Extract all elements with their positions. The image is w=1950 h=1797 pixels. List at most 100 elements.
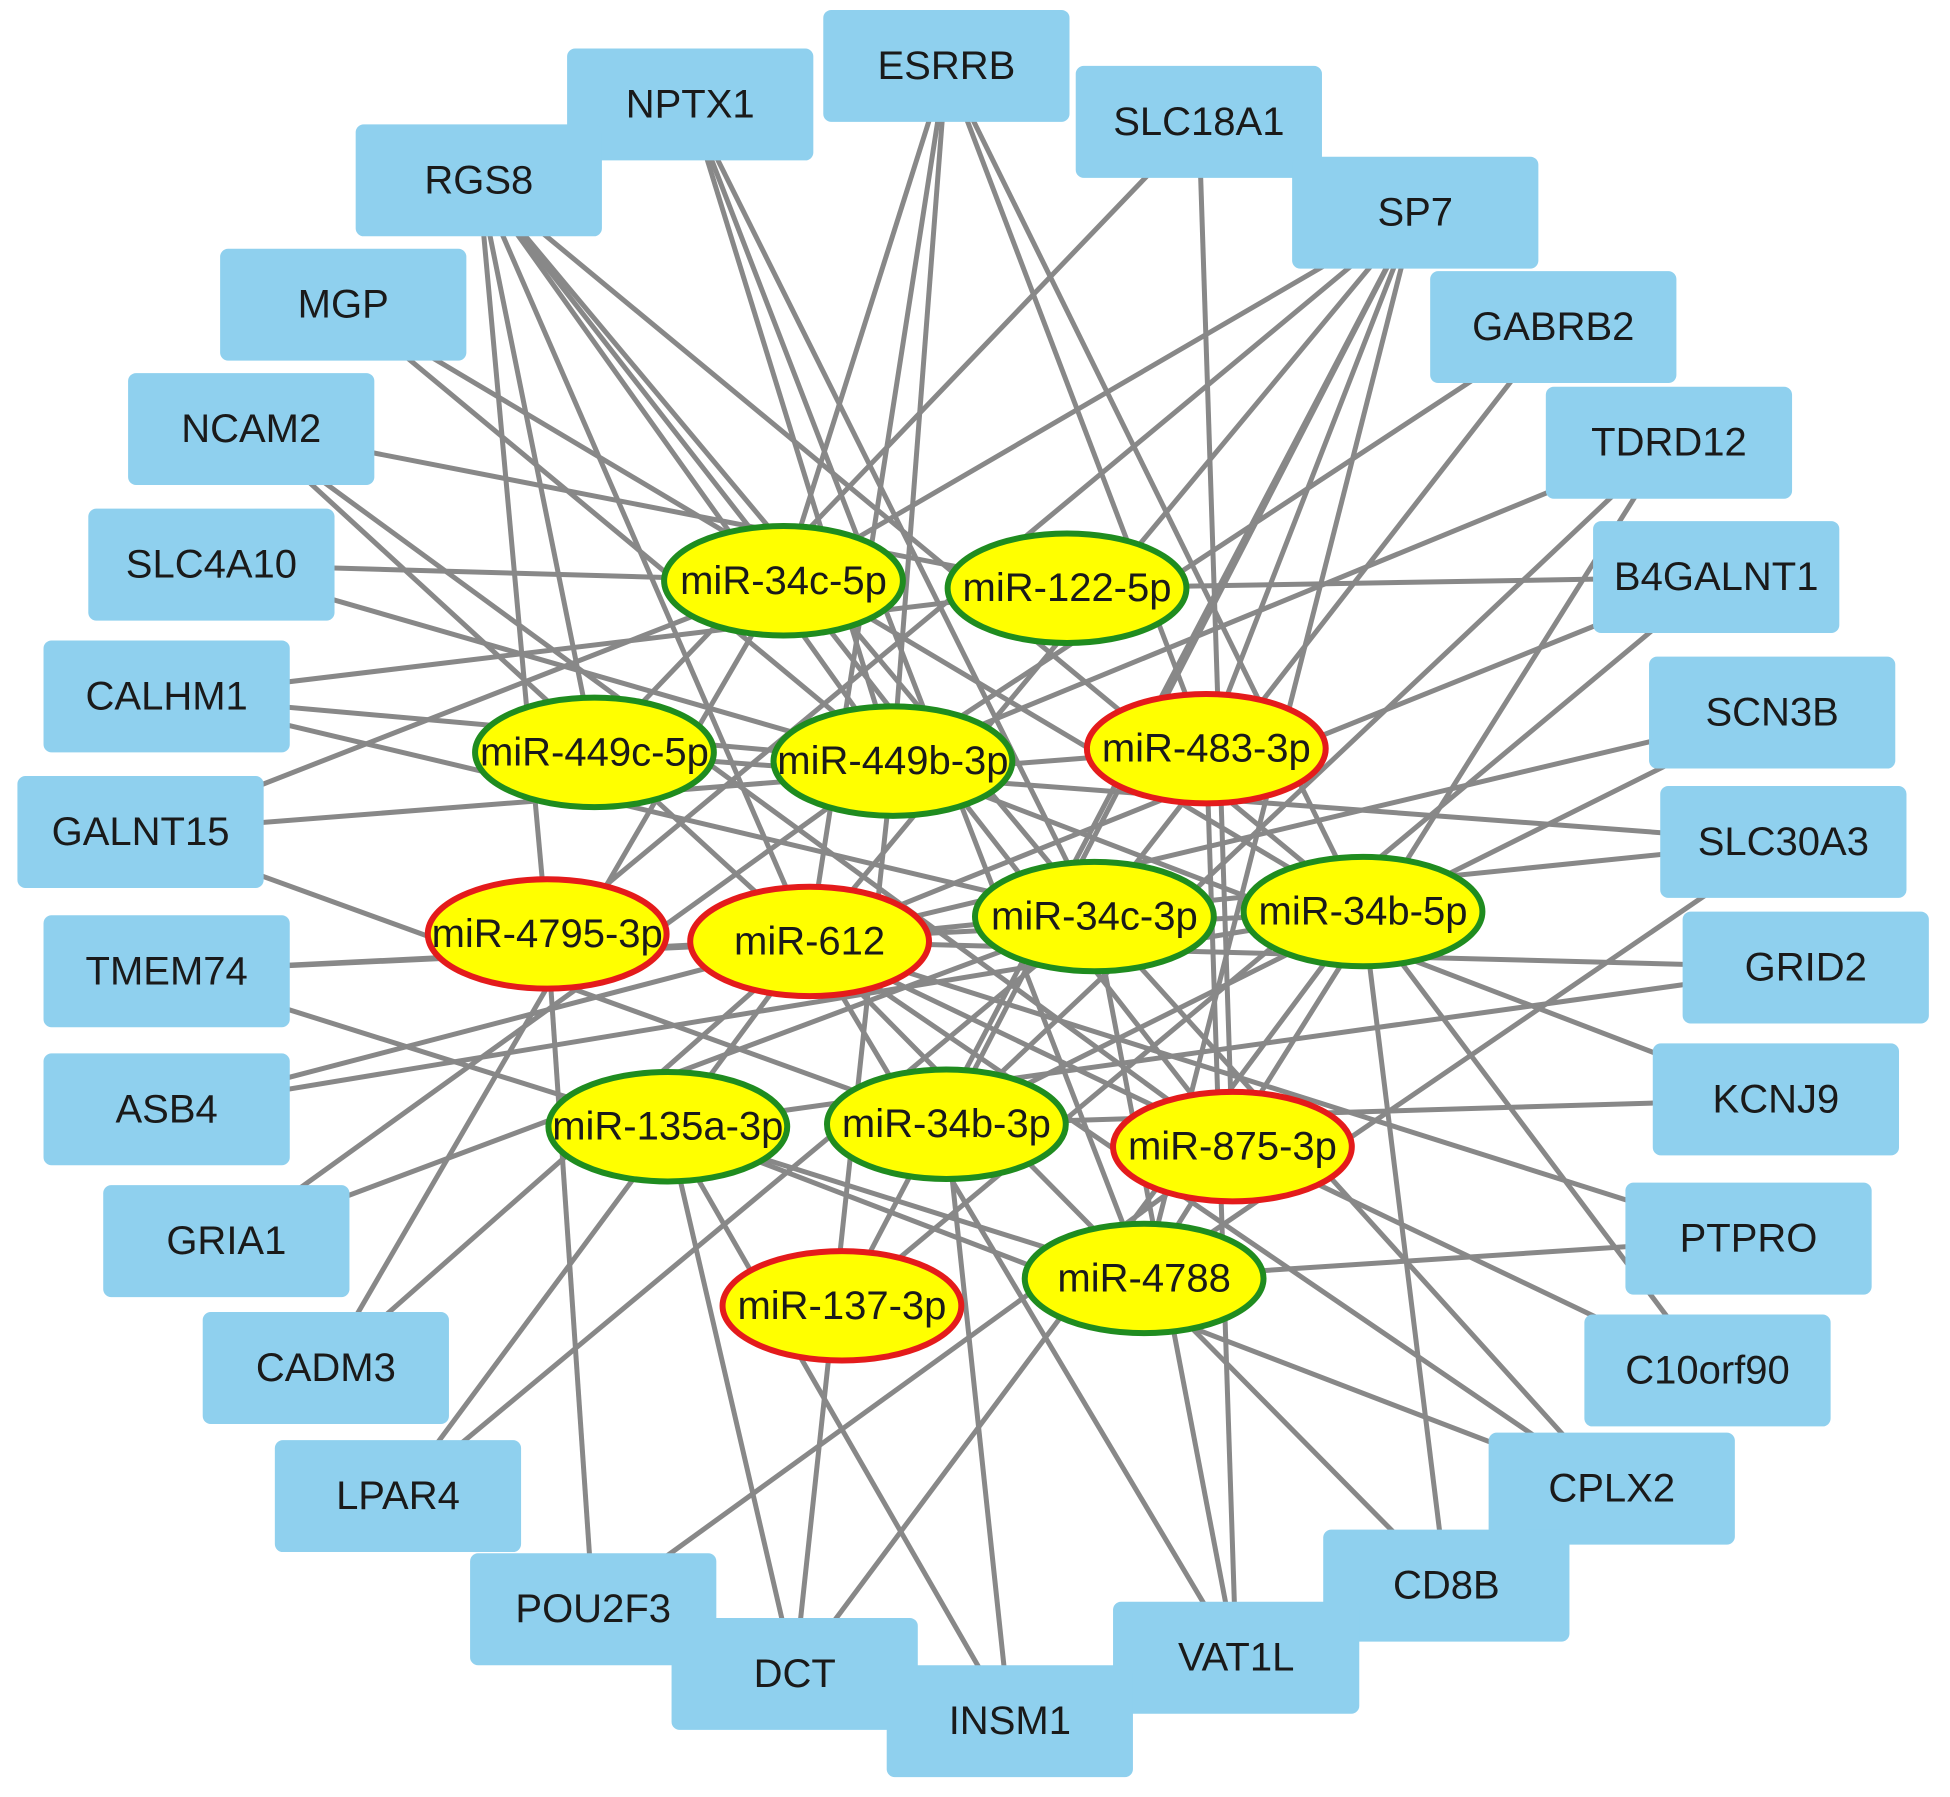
gene-box bbox=[355, 124, 602, 237]
mirna-node-miR-137-3p[interactable]: miR-137-3p bbox=[719, 1248, 965, 1364]
gene-node-SLC30A3[interactable]: SLC30A3 bbox=[1660, 785, 1907, 898]
gene-node-ASB4[interactable]: ASB4 bbox=[43, 1053, 290, 1166]
gene-node-LPAR4[interactable]: LPAR4 bbox=[274, 1440, 522, 1553]
gene-node-B4GALNT1[interactable]: B4GALNT1 bbox=[1593, 521, 1840, 634]
mirna-label: miR-449b-3p bbox=[777, 739, 1008, 783]
gene-node-NCAM2[interactable]: NCAM2 bbox=[128, 373, 375, 486]
gene-node-CADM3[interactable]: CADM3 bbox=[202, 1312, 449, 1424]
edge-VAT1L-miR-612 bbox=[807, 940, 1239, 1660]
mirna-ellipse bbox=[472, 694, 717, 811]
mirna-layer: miR-34c-5p miR-122-5p miR-449c-5p miR-449b-… bbox=[424, 523, 1486, 1364]
gene-node-CPLX2[interactable]: CPLX2 bbox=[1488, 1432, 1735, 1545]
gene-box bbox=[823, 9, 1070, 122]
gene-node-KCNJ9[interactable]: KCNJ9 bbox=[1652, 1043, 1900, 1156]
gene-label: PTPRO bbox=[1680, 1217, 1818, 1261]
mirna-node-miR-612[interactable]: miR-612 bbox=[687, 883, 932, 1000]
gene-node-POU2F3[interactable]: POU2F3 bbox=[470, 1553, 717, 1666]
gene-box bbox=[1113, 1601, 1360, 1714]
gene-label: SCN3B bbox=[1705, 691, 1838, 735]
gene-label: CPLX2 bbox=[1548, 1467, 1675, 1511]
gene-node-C10orf90[interactable]: C10orf90 bbox=[1584, 1314, 1831, 1427]
gene-node-CD8B[interactable]: CD8B bbox=[1323, 1529, 1570, 1642]
gene-box bbox=[103, 1185, 350, 1298]
gene-box bbox=[1075, 65, 1322, 178]
gene-node-CALHM1[interactable]: CALHM1 bbox=[43, 640, 290, 753]
gene-label: POU2F3 bbox=[515, 1587, 671, 1631]
gene-node-DCT[interactable]: DCT bbox=[671, 1617, 918, 1730]
gene-box bbox=[1545, 386, 1793, 499]
gene-box bbox=[202, 1312, 449, 1424]
mirna-label: miR-34c-3p bbox=[991, 895, 1198, 939]
gene-label: ESRRB bbox=[877, 44, 1015, 88]
mirna-node-miR-34b-5p[interactable]: miR-34b-5p bbox=[1240, 853, 1486, 970]
gene-node-PTPRO[interactable]: PTPRO bbox=[1625, 1182, 1872, 1295]
mirna-node-miR-449b-3p[interactable]: miR-449b-3p bbox=[770, 703, 1016, 819]
edge-TDRD12-miR-34b-3p bbox=[944, 440, 1671, 1127]
gene-node-GRID2[interactable]: GRID2 bbox=[1682, 911, 1929, 1024]
gene-box bbox=[1652, 1043, 1900, 1156]
mirna-label: miR-34b-3p bbox=[842, 1102, 1051, 1146]
edge-INSM1-miR-34b-3p bbox=[943, 1123, 1013, 1722]
mirna-label: miR-483-3p bbox=[1102, 727, 1311, 771]
edge-GRIA1-miR-449b-3p bbox=[224, 759, 895, 1244]
mirna-ellipse bbox=[424, 876, 670, 992]
mirna-node-miR-135a-3p[interactable]: miR-135a-3p bbox=[545, 1069, 791, 1185]
edge-NPTX1-miR-449b-3p bbox=[687, 103, 896, 762]
edge-CALHM1-miR-122-5p bbox=[166, 585, 1068, 699]
gene-label: INSM1 bbox=[949, 1699, 1071, 1743]
edge-RGS8-miR-875-3p bbox=[476, 178, 1235, 1149]
gene-node-INSM1[interactable]: INSM1 bbox=[886, 1665, 1133, 1778]
mirna-ellipse bbox=[824, 1066, 1069, 1182]
mirna-node-miR-122-5p[interactable]: miR-122-5p bbox=[944, 530, 1190, 646]
mirna-node-miR-34c-5p[interactable]: miR-34c-5p bbox=[661, 523, 906, 639]
mirna-node-miR-34b-3p[interactable]: miR-34b-3p bbox=[824, 1066, 1069, 1182]
gene-node-TDRD12[interactable]: TDRD12 bbox=[1545, 386, 1793, 499]
gene-node-TMEM74[interactable]: TMEM74 bbox=[43, 915, 290, 1028]
gene-label: SLC4A10 bbox=[126, 543, 297, 587]
edge-SP7-miR-34c-5p bbox=[782, 210, 1417, 583]
mirna-node-miR-483-3p[interactable]: miR-483-3p bbox=[1083, 690, 1329, 807]
gene-box bbox=[1430, 271, 1677, 384]
gene-node-NPTX1[interactable]: NPTX1 bbox=[567, 48, 814, 161]
gene-label: ASB4 bbox=[115, 1087, 217, 1131]
gene-node-VAT1L[interactable]: VAT1L bbox=[1113, 1601, 1360, 1714]
gene-node-SCN3B[interactable]: SCN3B bbox=[1649, 656, 1896, 769]
mirna-ellipse bbox=[971, 858, 1217, 975]
gene-node-MGP[interactable]: MGP bbox=[220, 248, 467, 361]
edge-NCAM2-miR-875-3p bbox=[249, 427, 1234, 1149]
mirna-node-miR-4788[interactable]: miR-4788 bbox=[1021, 1220, 1267, 1337]
edge-NPTX1-miR-4788 bbox=[687, 103, 1147, 1280]
gene-label: CD8B bbox=[1393, 1564, 1500, 1608]
gene-box bbox=[88, 508, 335, 621]
gene-node-ESRRB[interactable]: ESRRB bbox=[823, 9, 1070, 122]
mirna-label: miR-449c-5p bbox=[480, 730, 709, 774]
gene-node-GALNT15[interactable]: GALNT15 bbox=[17, 776, 264, 888]
edge-INSM1-miR-135a-3p bbox=[665, 1125, 1012, 1723]
gene-label: NCAM2 bbox=[181, 407, 321, 451]
gene-label: VAT1L bbox=[1178, 1636, 1294, 1680]
gene-label: TDRD12 bbox=[1591, 421, 1747, 465]
mirna-label: miR-122-5p bbox=[963, 566, 1172, 610]
gene-box bbox=[886, 1665, 1133, 1778]
mirna-node-miR-4795-3p[interactable]: miR-4795-3p bbox=[424, 876, 670, 992]
gene-label: MGP bbox=[298, 283, 389, 327]
gene-label: B4GALNT1 bbox=[1614, 555, 1819, 599]
gene-node-SLC4A10[interactable]: SLC4A10 bbox=[88, 508, 335, 621]
gene-node-RGS8[interactable]: RGS8 bbox=[355, 124, 602, 237]
edge-RGS8-miR-612 bbox=[476, 179, 812, 943]
gene-node-SLC18A1[interactable]: SLC18A1 bbox=[1075, 65, 1322, 178]
gene-box bbox=[43, 915, 290, 1028]
edge-LPAR4-miR-612 bbox=[395, 939, 812, 1498]
edge-DCT-miR-135a-3p bbox=[665, 1126, 798, 1675]
gene-node-GABRB2[interactable]: GABRB2 bbox=[1430, 271, 1677, 384]
gene-node-SP7[interactable]: SP7 bbox=[1292, 156, 1539, 269]
mirna-node-miR-875-3p[interactable]: miR-875-3p bbox=[1110, 1088, 1355, 1205]
mirna-label: miR-135a-3p bbox=[552, 1105, 783, 1149]
gene-node-GRIA1[interactable]: GRIA1 bbox=[103, 1185, 350, 1298]
mirna-ellipse bbox=[661, 523, 906, 639]
gene-label: CADM3 bbox=[256, 1346, 396, 1390]
mirna-node-miR-449c-5p[interactable]: miR-449c-5p bbox=[472, 694, 717, 811]
mirna-node-miR-34c-3p[interactable]: miR-34c-3p bbox=[971, 858, 1217, 975]
mirna-ellipse bbox=[1021, 1220, 1267, 1337]
